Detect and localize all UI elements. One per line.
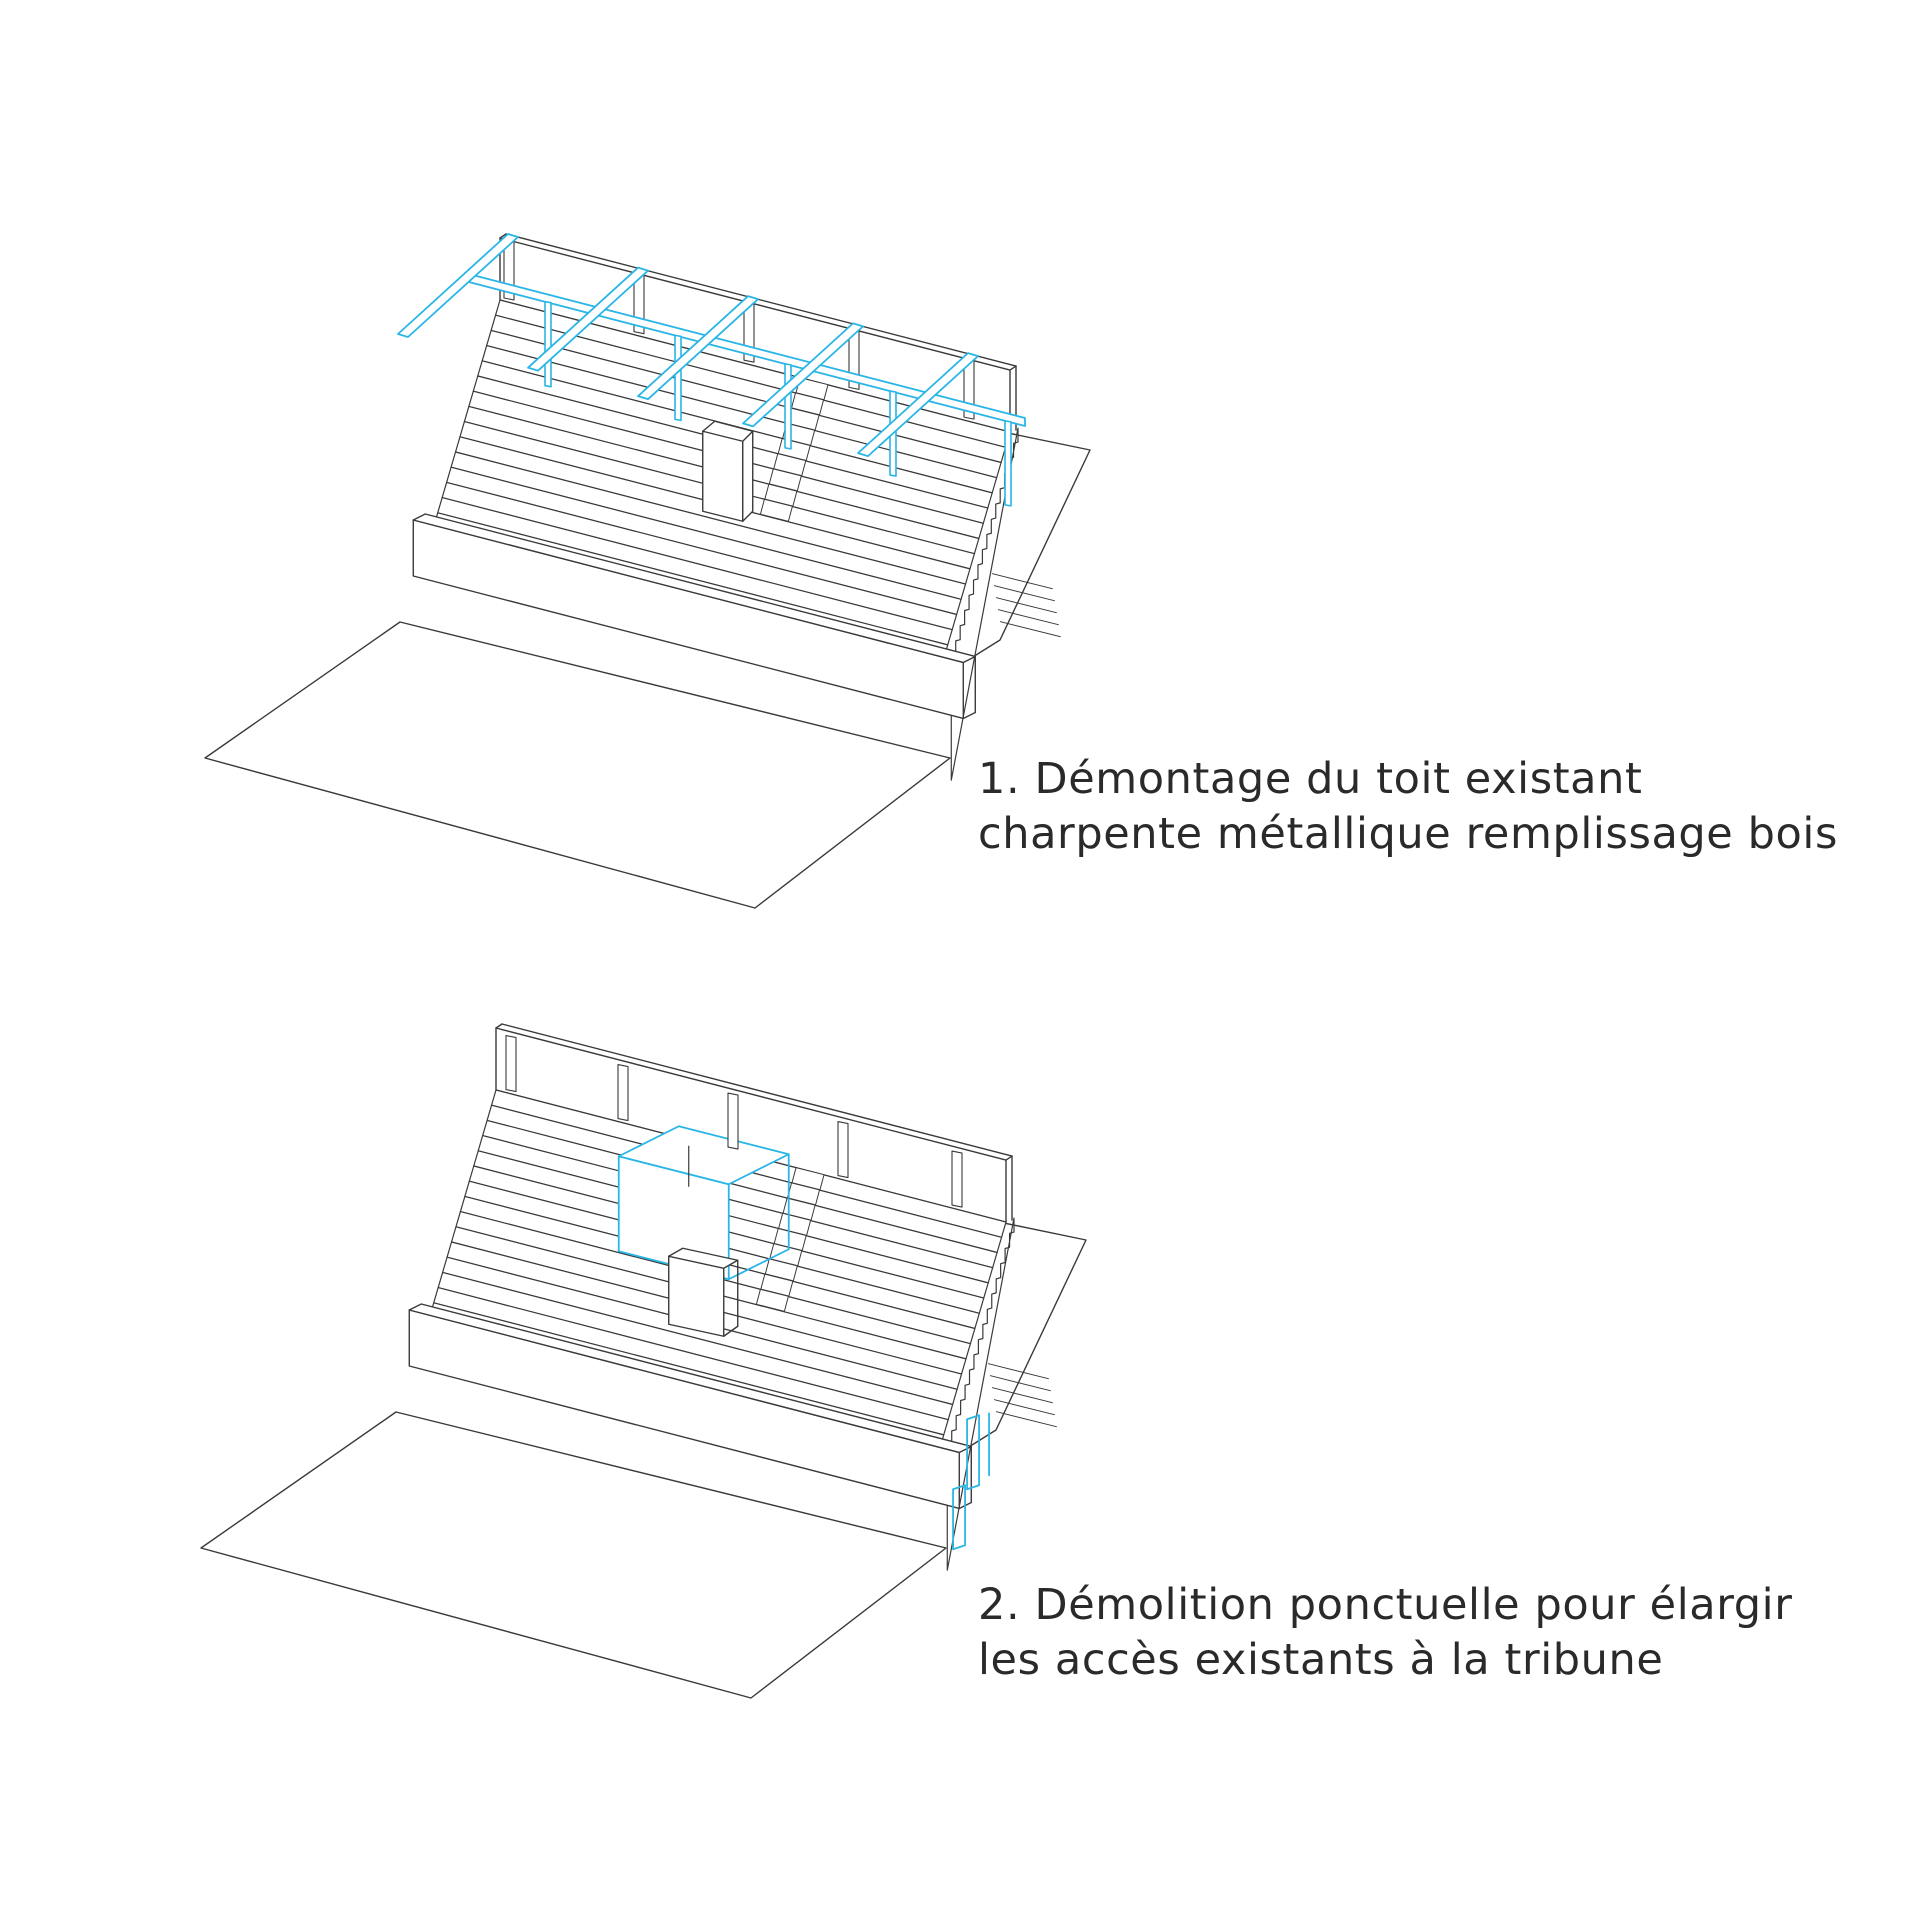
wall-post-4 bbox=[837, 1120, 849, 1179]
grandstand-roof-removal-illustration bbox=[204, 233, 1091, 909]
step-2-caption-line-1: 2. Démolition ponctuelle pour élargir bbox=[978, 1580, 1793, 1630]
side-access-jamb-1 bbox=[966, 1414, 980, 1491]
wall-post-1 bbox=[505, 1035, 517, 1093]
back-wall-cap-left bbox=[499, 233, 507, 239]
roof-column-1 bbox=[544, 300, 552, 388]
parapet-end-bottom bbox=[962, 711, 976, 720]
step-2-caption: 2. Démolition ponctuelle pour élargir le… bbox=[978, 1578, 1792, 1688]
wall-posts bbox=[505, 1035, 963, 1208]
roof-cantilever-4 bbox=[742, 322, 864, 428]
vomitory-left-wall bbox=[702, 430, 744, 522]
aisle-step-9 bbox=[755, 1288, 789, 1312]
roof-cantilever-5 bbox=[857, 352, 979, 458]
front-field-plane bbox=[204, 621, 951, 909]
roof-column-3 bbox=[784, 363, 792, 450]
enlarged-vomitory-opening bbox=[617, 1125, 790, 1337]
vomitory-cap-top bbox=[714, 420, 754, 432]
lateral-step-5 bbox=[999, 621, 1061, 638]
side-wall-profile bbox=[946, 1217, 1015, 1571]
vomitory-cap bbox=[702, 420, 716, 432]
back-wall-cap-right bbox=[1005, 1155, 1013, 1161]
field-plane bbox=[204, 621, 951, 909]
lateral-step-3 bbox=[995, 597, 1057, 614]
stand-side-wall bbox=[946, 1217, 1015, 1571]
widened-side-access bbox=[952, 1412, 990, 1551]
lateral-step-4 bbox=[993, 1399, 1055, 1416]
roof-cantilever-3 bbox=[637, 295, 759, 401]
vomitory-bottom-edge bbox=[727, 1248, 790, 1281]
lateral-step-4 bbox=[997, 609, 1059, 626]
back-wall-cap-left bbox=[495, 1023, 503, 1029]
front-field-plane bbox=[200, 1411, 947, 1699]
step-1-caption-line-2: charpente métallique remplissage bois bbox=[978, 809, 1838, 859]
step-2-caption-line-2: les accès existants à la tribune bbox=[978, 1635, 1664, 1685]
lateral-step-5 bbox=[995, 1411, 1057, 1428]
grandstand-access-demolition-illustration bbox=[200, 1023, 1087, 1699]
lateral-step-3 bbox=[991, 1387, 1053, 1404]
back-wall-cap-right bbox=[1009, 365, 1017, 371]
roof-cantilever-2 bbox=[527, 266, 649, 372]
wall-post-2 bbox=[617, 1064, 629, 1122]
wall-post-5 bbox=[951, 1150, 963, 1208]
access-block-front bbox=[668, 1255, 725, 1337]
back-wall-top-edge bbox=[501, 1023, 1013, 1157]
back-wall-top-edge bbox=[505, 233, 1017, 367]
roof-cantilever-1 bbox=[397, 233, 519, 338]
roof-column-2 bbox=[674, 334, 682, 422]
front-parapet bbox=[408, 1303, 972, 1510]
step-1-caption: 1. Démontage du toit existant charpente … bbox=[978, 752, 1838, 862]
vomitory-back bbox=[742, 430, 754, 522]
aisle-step-9 bbox=[759, 498, 793, 522]
lateral-stair bbox=[991, 573, 1061, 638]
vomitory-opening bbox=[702, 420, 754, 522]
lateral-step-2 bbox=[993, 585, 1055, 602]
lateral-step-2 bbox=[989, 1375, 1051, 1392]
side-access-jamb-2 bbox=[952, 1484, 966, 1551]
roof-column-5 bbox=[1004, 420, 1012, 507]
field-plane bbox=[200, 1411, 947, 1699]
centre-aisle bbox=[755, 1167, 825, 1312]
lateral-step-1 bbox=[987, 1363, 1049, 1380]
wall-post-3 bbox=[727, 1092, 739, 1150]
lateral-stair bbox=[987, 1363, 1057, 1428]
lateral-step-1 bbox=[991, 573, 1053, 590]
access-block-base bbox=[723, 1325, 739, 1337]
vomitory-top-opening bbox=[617, 1125, 790, 1186]
roof-steel-frame bbox=[397, 233, 1026, 507]
step-1-caption-line-1: 1. Démontage du toit existant bbox=[978, 754, 1643, 804]
front-parapet bbox=[412, 513, 976, 720]
